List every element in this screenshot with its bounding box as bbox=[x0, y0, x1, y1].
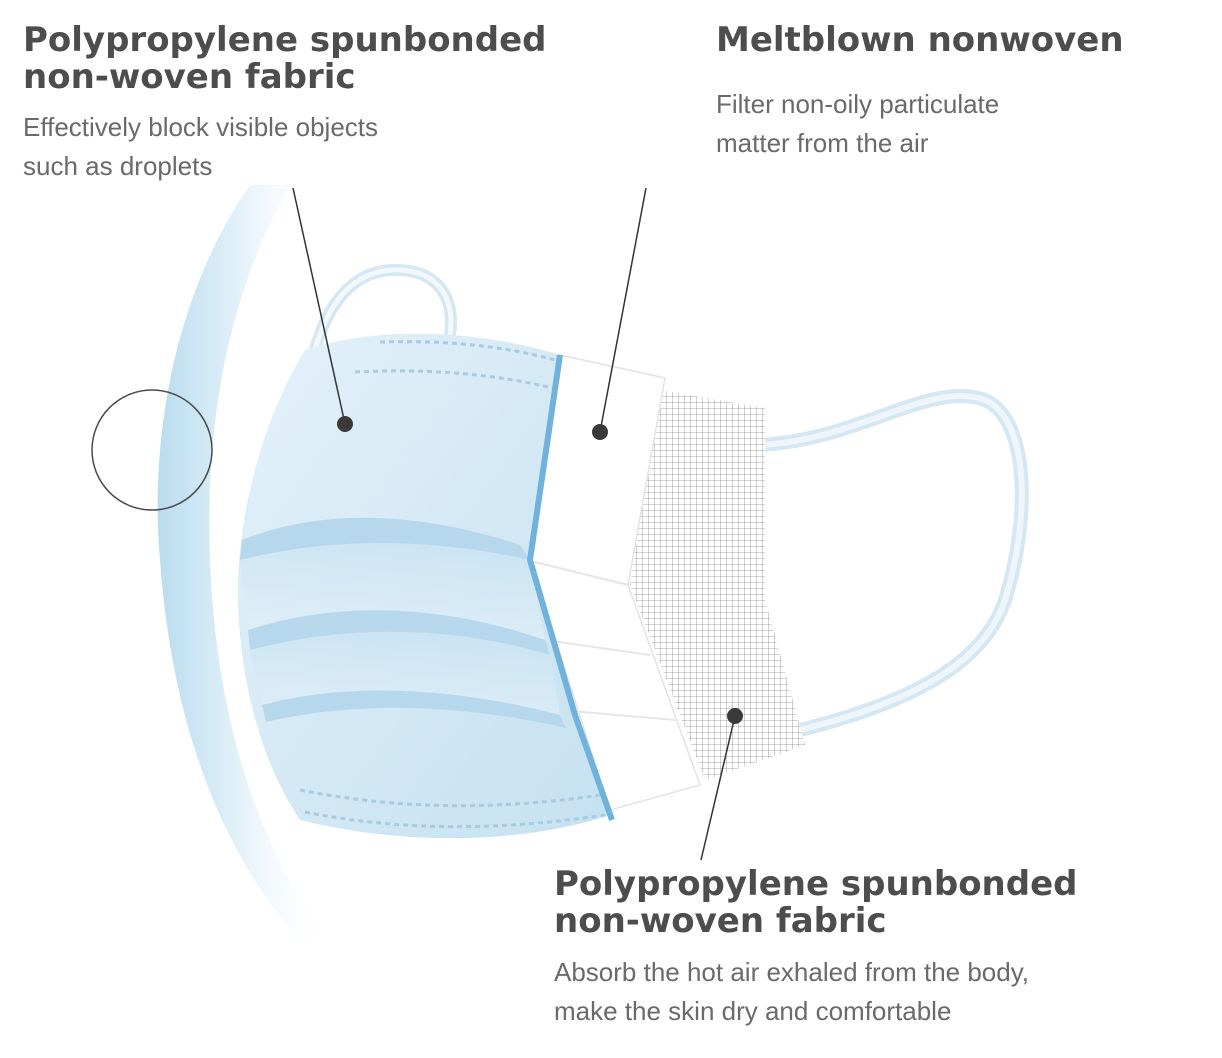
face-silhouette bbox=[157, 185, 330, 940]
callout-middle-description: Filter non-oily particulate matter from … bbox=[716, 89, 1000, 158]
callout-inner-title-line2: non-woven fabric bbox=[554, 901, 887, 941]
middle-white-layer bbox=[529, 354, 701, 811]
callout-outer-title-line1: Polypropylene spunbonded bbox=[23, 20, 547, 60]
leader-line-outer bbox=[292, 187, 346, 425]
pointer-dot-middle bbox=[592, 424, 608, 440]
leader-line-inner bbox=[700, 715, 736, 861]
callout-inner-description: Absorb the hot air exhaled from the body… bbox=[554, 957, 1030, 1026]
pointer-dot-outer bbox=[337, 416, 353, 432]
callout-outer-title-line2: non-woven fabric bbox=[23, 57, 356, 97]
callout-middle-layer: Meltblown nonwoven Filter non-oily parti… bbox=[716, 22, 1222, 163]
callout-outer-layer: Polypropylene spunbonded non-woven fabri… bbox=[23, 22, 583, 186]
callout-inner-title: Polypropylene spunbonded non-woven fabri… bbox=[554, 866, 1114, 940]
zoom-circle bbox=[91, 389, 213, 511]
callout-inner-title-line1: Polypropylene spunbonded bbox=[554, 864, 1078, 904]
callout-middle-title: Meltblown nonwoven bbox=[716, 20, 1124, 60]
pointer-dot-inner bbox=[727, 708, 743, 724]
callout-inner-layer: Polypropylene spunbonded non-woven fabri… bbox=[554, 866, 1194, 1031]
callout-outer-title: Polypropylene spunbonded non-woven fabri… bbox=[23, 22, 583, 96]
outer-blue-layer bbox=[237, 333, 615, 839]
right-ear-loop bbox=[753, 388, 1029, 737]
callout-outer-description: Effectively block visible objects such a… bbox=[23, 112, 379, 181]
inner-mesh-layer bbox=[630, 390, 805, 780]
leader-line-middle bbox=[599, 187, 647, 433]
